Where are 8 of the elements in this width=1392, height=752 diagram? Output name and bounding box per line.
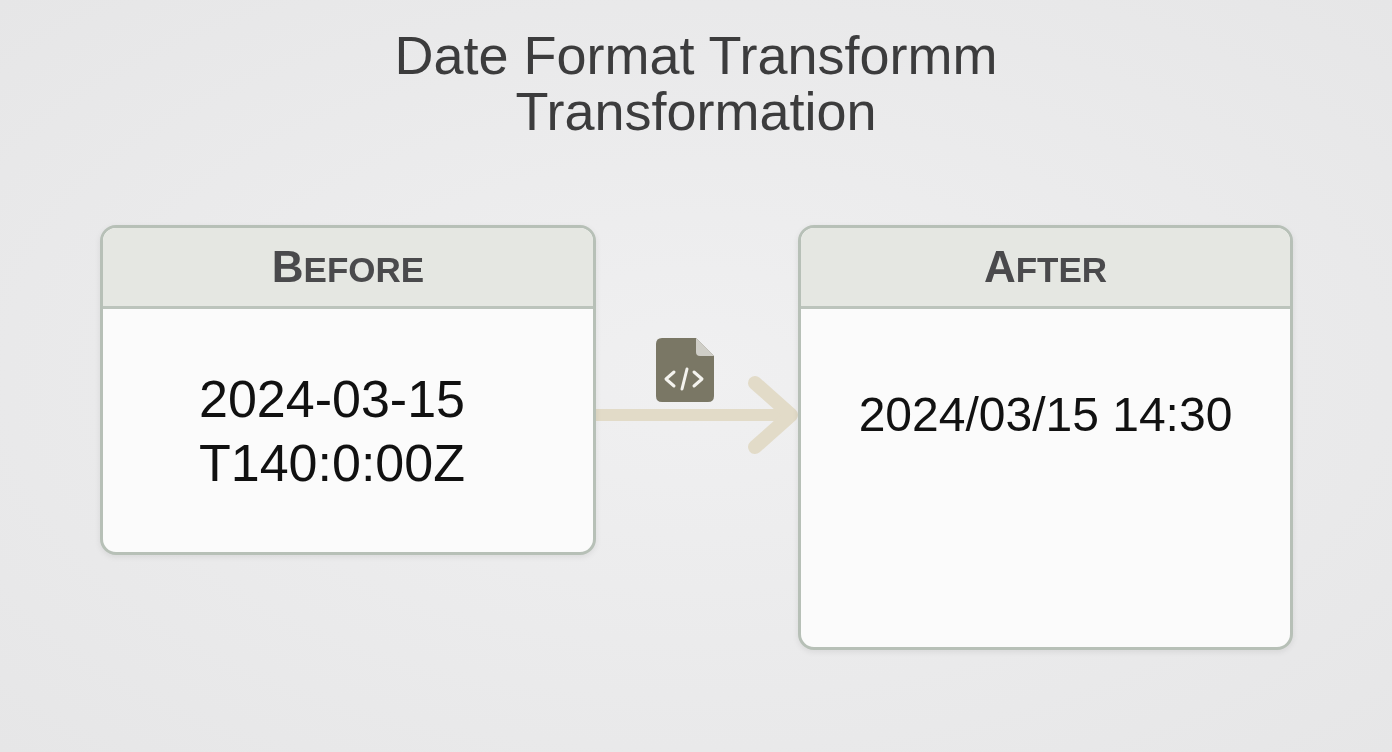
panel-header: AFTER <box>801 228 1290 309</box>
comparison-panel <box>100 225 596 555</box>
diagram-title: Date Format Transformm Transformation <box>393 27 999 139</box>
date-text: 2024/03/15 14:30 <box>858 387 1233 443</box>
arrow <box>596 376 798 454</box>
date-text: 2024-03-15 T140:0:00Z <box>198 369 466 494</box>
panel-header: BEFORE <box>103 228 593 309</box>
comparison-panel <box>798 225 1293 650</box>
